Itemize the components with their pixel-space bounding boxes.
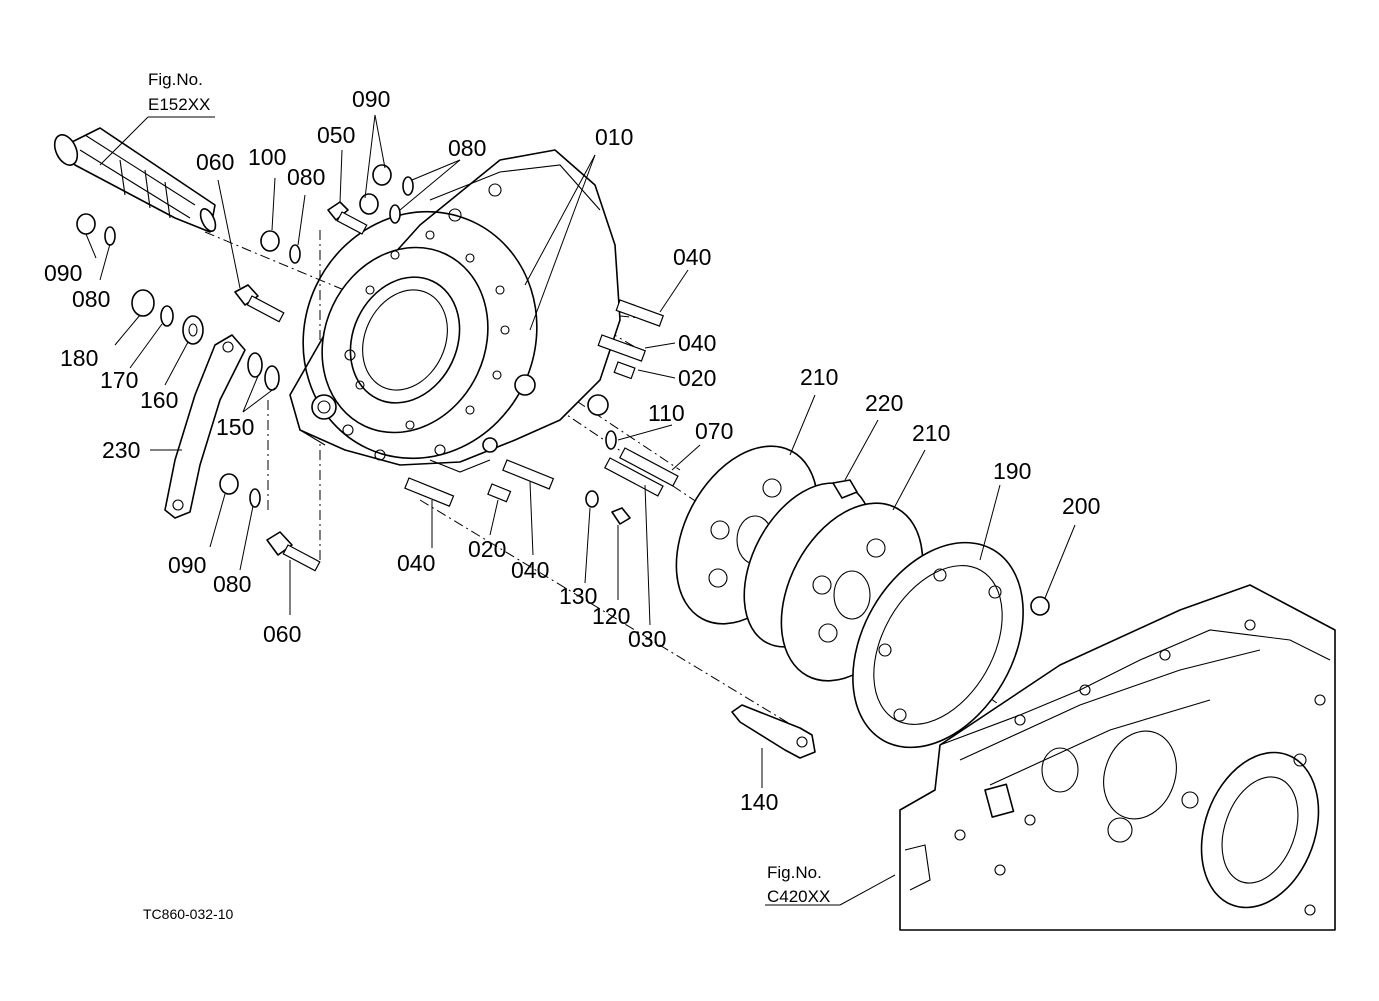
fig-ref-c420xx: Fig.No. C420XX <box>767 863 830 906</box>
callout-230: 230 <box>102 437 140 463</box>
callout-020: 020 <box>468 536 506 562</box>
callout-100: 100 <box>248 144 286 170</box>
callout-120: 120 <box>592 603 630 629</box>
callout-220: 220 <box>865 390 903 416</box>
figure-code: TC860-032-10 <box>143 906 233 922</box>
callout-210: 210 <box>800 364 838 390</box>
bolt-060-upper <box>234 284 285 323</box>
callout-090: 090 <box>352 86 390 112</box>
callout-190: 190 <box>993 458 1031 484</box>
callout-010: 010 <box>595 124 633 150</box>
shaft-140 <box>731 704 816 759</box>
leader-lines <box>85 114 1076 906</box>
studs-right <box>404 299 679 525</box>
fig-ref-e152xx: Fig.No. E152XX <box>148 70 210 114</box>
ball-200 <box>1030 596 1050 616</box>
bolt-050 <box>327 201 368 235</box>
callout-080: 080 <box>448 135 486 161</box>
callout-170: 170 <box>100 367 138 393</box>
callout-060: 060 <box>196 149 234 175</box>
gasket-190 <box>852 541 1024 749</box>
callout-040: 040 <box>397 550 435 576</box>
callout-210: 210 <box>912 420 950 446</box>
nuts-washers <box>76 164 617 508</box>
callout-180: 180 <box>60 345 98 371</box>
callout-040: 040 <box>673 244 711 270</box>
callout-080: 080 <box>287 164 325 190</box>
callout-150: 150 <box>216 414 254 440</box>
callout-050: 050 <box>317 122 355 148</box>
fig-ref-caption: Fig.No. <box>148 70 203 89</box>
callout-110: 110 <box>648 400 685 426</box>
callout-200: 200 <box>1062 493 1100 519</box>
fig-ref-caption: Fig.No. <box>767 863 822 882</box>
callout-090: 090 <box>168 552 206 578</box>
callout-020: 020 <box>678 365 716 391</box>
fig-ref-code: E152XX <box>148 95 210 114</box>
callout-140: 140 <box>740 789 778 815</box>
input-shaft <box>53 127 217 233</box>
callout-060: 060 <box>263 621 301 647</box>
callout-130: 130 <box>559 583 597 609</box>
housing-010 <box>289 149 621 473</box>
callout-080: 080 <box>213 571 251 597</box>
callout-070: 070 <box>695 418 733 444</box>
callout-030: 030 <box>628 626 666 652</box>
callout-160: 160 <box>140 387 178 413</box>
transmission-case <box>899 584 1336 931</box>
fig-ref-code: C420XX <box>767 887 830 906</box>
lever-230 <box>164 334 246 519</box>
callout-080: 080 <box>72 286 110 312</box>
callout-040: 040 <box>678 330 716 356</box>
callout-040: 040 <box>511 557 549 583</box>
callout-labels: 090 080 050 010 060 100 080 040 090 080 … <box>44 86 1100 815</box>
bolt-060-lower <box>266 531 321 572</box>
callout-090: 090 <box>44 260 82 286</box>
